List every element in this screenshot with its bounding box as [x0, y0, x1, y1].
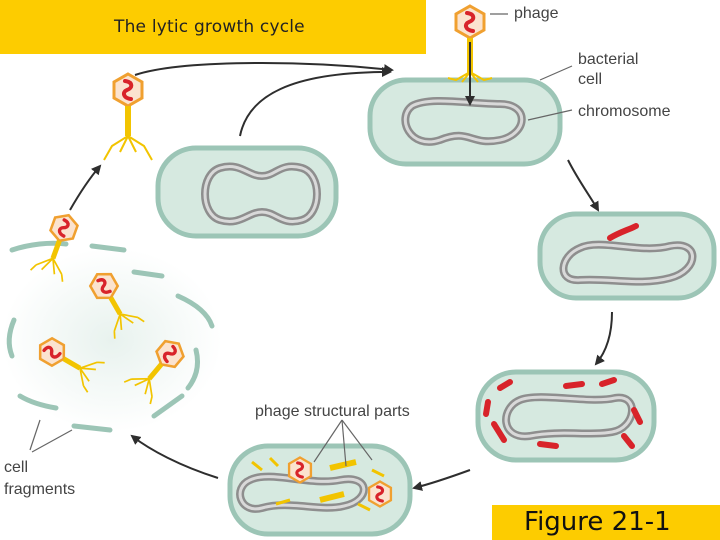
arrow-cell3-to-cell4: [594, 311, 613, 366]
figure-label: Figure 21-1: [524, 507, 671, 537]
arrow-lysis-to-release: [69, 164, 102, 211]
arrow-cell2-to-cell3: [567, 159, 599, 212]
label-phage: phage: [514, 5, 559, 22]
cell-fragments: [6, 240, 215, 433]
diagram-title: The lytic growth cycle: [114, 17, 305, 37]
cell-stage-4: [475, 369, 657, 463]
arrow-cell4-to-cell5: [412, 469, 471, 491]
label-cell-fragments-2: fragments: [4, 481, 76, 498]
arrow-cell5-to-lysis: [130, 434, 219, 479]
label-cell-fragments-1: cell: [4, 459, 29, 476]
cell-stage-3: [537, 211, 717, 301]
phage-dna-copies: [483, 377, 643, 449]
cell-stage-1: [155, 145, 339, 239]
leader-lines: [29, 13, 573, 467]
arrow-cell1-to-cell2: [239, 67, 392, 137]
free-phage: [103, 72, 153, 161]
figure-label-box: [492, 505, 720, 540]
phage-structural-parts: [251, 456, 385, 512]
label-cell: cell: [578, 71, 603, 88]
phage-attached: [447, 4, 493, 106]
title-bar: [0, 0, 426, 54]
cycle-arrows: [69, 62, 613, 491]
cell-stage-5: [227, 443, 413, 537]
cell-stage-2: [367, 4, 563, 167]
label-phage-structural-parts: phage structural parts: [255, 403, 410, 420]
lysed-cell: [2, 209, 222, 433]
arrow-release-to-attach: [134, 62, 394, 76]
label-chromosome: chromosome: [578, 103, 671, 120]
phage-dna-stage-3: [607, 223, 639, 241]
label-bacterial: bacterial: [578, 51, 639, 68]
